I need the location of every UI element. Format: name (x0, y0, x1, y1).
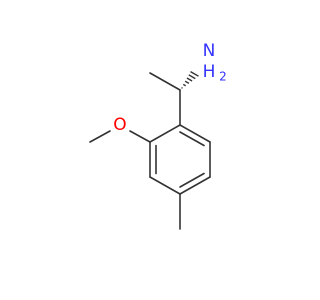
bond-ring-c4-c5 (179, 176, 211, 195)
bond-oxygen-methyl (89, 130, 111, 143)
amine-hydrogen-count: 2 (219, 70, 227, 84)
bond-ring-double-2 (179, 172, 205, 188)
amine-group: N H 2 (203, 41, 227, 84)
bond-ring-oxygen (129, 130, 151, 143)
bond-ring-c3-c4 (149, 176, 181, 195)
molecule-structure: N H 2 O (89, 41, 227, 230)
nitrogen-atom-label: N (203, 41, 216, 61)
bond-ring-double-1 (179, 131, 205, 147)
bond-methyl-chiral (149, 72, 181, 91)
amine-hydrogen-label: H (203, 62, 216, 82)
bond-ring-c1-c2 (149, 124, 181, 143)
bond-ring-c6-c1 (179, 124, 211, 143)
hashed-wedge-bond (181, 70, 199, 89)
oxygen-atom-label: O (113, 115, 126, 135)
